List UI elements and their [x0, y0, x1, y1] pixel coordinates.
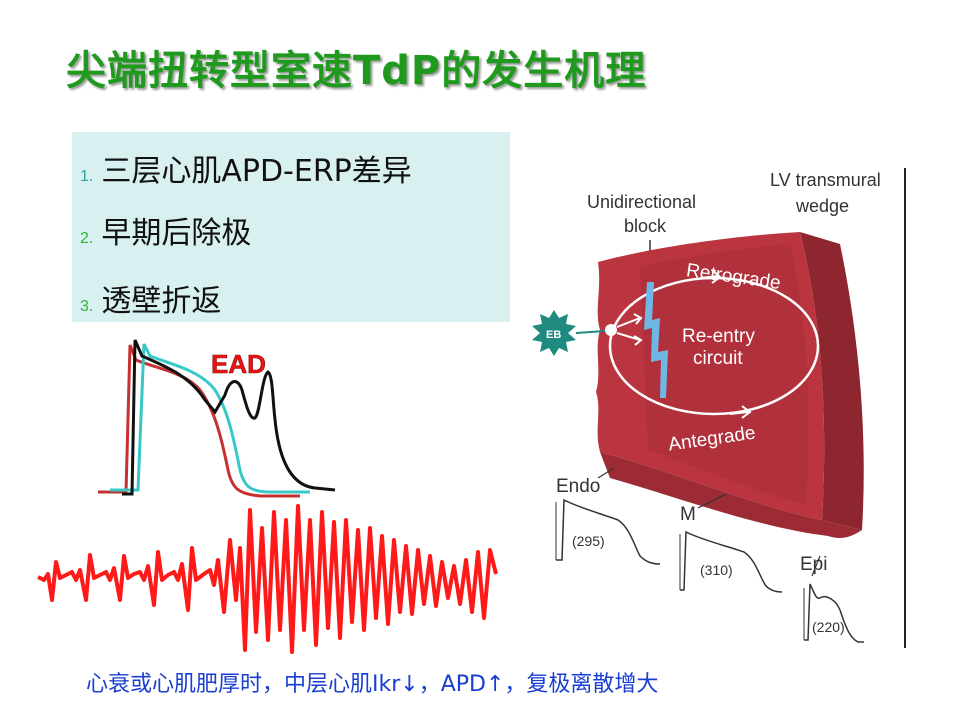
reentry-label-line1: Re-entry	[682, 326, 755, 347]
m-label: M	[680, 504, 696, 525]
stimulus-origin	[605, 324, 617, 336]
endo-label: Endo	[556, 476, 600, 497]
ap-trace-black	[122, 339, 336, 496]
list-item: 3. 透壁折返	[80, 276, 221, 320]
endo-pointer	[597, 467, 615, 479]
list-text: 透壁折返	[101, 284, 222, 319]
block-label-line2: block	[624, 216, 667, 236]
list-text: 三层心肌APD-ERP差异	[101, 154, 412, 189]
epi-label: Epi	[800, 554, 827, 575]
reentry-label-line2: circuit	[693, 348, 743, 369]
list-item: 1. 三层心肌APD-ERP差异	[80, 146, 412, 190]
wedge-right-face	[800, 232, 864, 530]
list-number: 1.	[80, 168, 94, 185]
endo-apd: (295)	[572, 533, 605, 549]
epi-ap-trace	[804, 583, 864, 643]
list-number: 2.	[80, 230, 94, 247]
epi-apd: (220)	[812, 619, 845, 635]
m-ap-trace	[680, 530, 783, 593]
block-bolt	[644, 282, 668, 398]
epi-pointer	[811, 555, 821, 577]
mechanism-list: 1. 三层心肌APD-ERP差异 2. 早期后除极 3. 透壁折返	[72, 132, 510, 322]
m-pointer	[697, 493, 727, 509]
stimulus-arrows	[616, 313, 643, 346]
wedge-bottom-face	[600, 452, 862, 538]
ap-trace-red	[98, 344, 300, 498]
endo-ap-trace	[556, 498, 661, 565]
retrograde-arrow	[699, 269, 722, 284]
eb-label: EB	[546, 329, 561, 341]
antegrade-arrow	[729, 405, 752, 419]
reentry-loop	[608, 276, 820, 416]
ead-label: EAD	[211, 349, 266, 379]
eb-starburst-icon	[532, 310, 576, 356]
eb-connector	[575, 330, 606, 334]
wedge-header-line1: LV transmural	[770, 170, 881, 190]
list-text: 早期后除极	[101, 216, 252, 251]
bottom-note: 心衰或心肌肥厚时，中层心肌Ikr↓，APD↑，复极离散增大	[86, 672, 659, 697]
ecg-trace	[37, 504, 498, 654]
slide-title: 尖端扭转型室速TdP的发生机理	[66, 48, 647, 94]
block-label-line1: Unidirectional	[587, 192, 696, 212]
wedge-header-line2: wedge	[795, 196, 849, 216]
lv-wedge-diagram: LV transmural wedge Unidirectional block…	[532, 168, 906, 648]
list-number: 3.	[80, 298, 94, 315]
torsades-ecg-strip	[37, 504, 498, 654]
ap-trace-cyan	[110, 343, 310, 494]
m-apd: (310)	[700, 562, 733, 578]
action-potential-diagram: EAD	[98, 339, 336, 498]
list-item: 2. 早期后除极	[80, 208, 251, 252]
wedge-band	[640, 244, 809, 504]
